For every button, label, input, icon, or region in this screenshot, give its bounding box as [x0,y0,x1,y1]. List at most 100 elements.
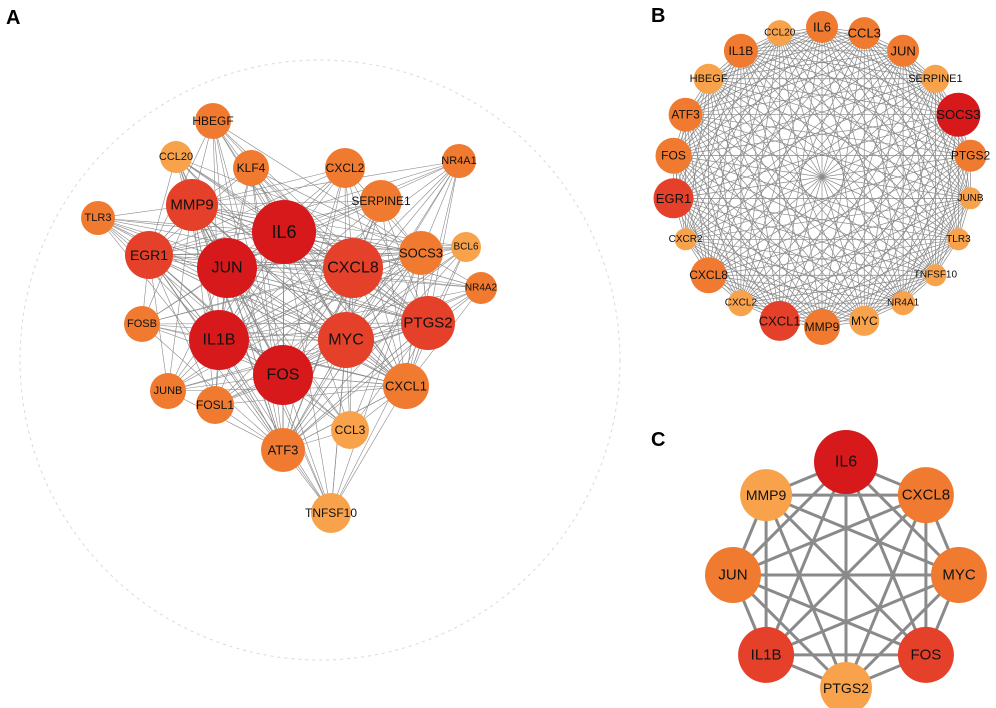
panel-b-edge-193 [740,50,781,321]
panel-a-node-egr1 [125,231,173,279]
panel-b-edge-158 [685,238,904,304]
panel-b-node-label-hbegf: HBEGF [690,73,728,85]
panel-b-edge-199 [685,114,742,304]
panel-b-edge-184 [740,50,823,328]
panel-a-node-nr4a2 [465,272,497,304]
panel-b-node-cxcl2 [727,290,754,317]
panel-c-node-myc [931,547,987,603]
panel-a-node-junb [150,373,186,409]
panel-b-node-socs3 [936,92,981,137]
panel-a-edge-252 [283,231,351,431]
panel-b-edge-147 [673,198,936,276]
panel-a-node-fos [253,345,313,405]
panel-a-node-fosb [124,306,160,342]
panel-b-edge-151 [740,50,936,276]
panel-b-edge-205 [673,155,709,276]
panel-b-edge-218 [673,78,709,199]
panel-a-node-label-fos: FOS [267,367,300,384]
panel-c-label: C [651,429,665,451]
panel-a-edge-179 [212,120,422,254]
panel-b-edge-117 [740,198,971,304]
panel-b-edge-152 [779,32,936,276]
panel-b-edge-206 [685,114,709,276]
panel-b-edge-181 [673,155,823,328]
panel-a-node-cxcl8 [323,238,383,298]
panel-b-edge-208 [708,50,742,276]
panel-b-node-label-cxcl2: CXCL2 [725,298,758,309]
panel-a-node-cxcl1 [383,363,429,409]
panel-b-edge-178 [708,274,823,328]
panel-b-edge-214 [685,50,742,240]
panel-b-edge-191 [685,114,781,322]
panel-b-node-label-mmp9: MMP9 [805,320,840,334]
panel-c-node-cxcl8 [897,467,954,524]
panel-b-edge-180 [673,198,823,328]
panel-a-edge-269 [218,339,332,514]
panel-a-edge-126 [218,252,422,341]
panel-b-edge-155 [779,302,904,322]
panel-b-node-egr1 [653,178,694,219]
panel-c-node-ptgs2 [820,662,872,708]
panel-b-edge-164 [779,32,904,304]
panel-c-node-label-jun: JUN [718,567,747,584]
panel-a-node-ccl20 [160,141,192,173]
panel-a-edge-170 [212,120,354,269]
panel-a-edge-70 [148,254,347,341]
panel-b-node-fos [655,137,692,174]
panel-b-node-label-nr4a1: NR4A1 [887,298,920,309]
panel-b-edge-62 [935,78,971,199]
panel-a-node-il6 [252,200,316,264]
panel-a-node-label-bcl6: BCL6 [453,242,478,253]
panel-b-node-ccl3 [848,17,881,50]
panel-a-edge-195 [191,160,460,206]
panel-c-node-label-il1b: IL1B [751,646,782,663]
panel-b-node-label-socs3: SOCS3 [936,107,980,122]
panel-c-node-jun [705,547,761,603]
panel-a-node-socs3 [399,231,443,275]
panel-b-node-label-tnfsf10: TNFSF10 [914,270,958,281]
panel-c-node-label-myc: MYC [942,567,976,584]
panel-a-edge-100 [226,267,407,387]
panel-a-node-label-il1b: IL1B [203,332,236,349]
panel-a-edge-272 [330,322,429,514]
panel-b-node-label-cxcr2: CXCR2 [669,234,703,245]
panel-b-edge-94 [779,32,959,116]
panel-b-edge-125 [779,32,971,199]
panel-b-node-nr4a1 [891,291,916,316]
panel-b-node-tlr3 [947,228,970,251]
panel-a-edge-103 [148,254,407,387]
panel-b-edge-183 [708,78,823,328]
panel-b-edge-160 [673,155,904,304]
panel-b-node-mmp9 [804,309,840,345]
panel-a-node-label-cxcl2: CXCL2 [326,161,365,175]
panel-a-edge-102 [191,204,407,387]
panel-a-edge-218 [141,267,354,325]
panel-b-node-label-tlr3: TLR3 [946,234,971,245]
panel-c-node-label-mmp9: MMP9 [746,487,787,503]
panel-b-edge-197 [673,198,742,304]
panel-a-node-label-jun: JUN [211,260,242,277]
panel-a-node-label-socs3: SOCS3 [399,246,443,261]
panel-b-node-label-egr1: EGR1 [656,191,691,206]
panel-b-edge-175 [779,32,865,322]
panel-b-edge-18 [708,26,823,80]
panel-b-node-label-cxcl8: CXCL8 [689,268,728,282]
panel-b-edge-200 [708,78,742,304]
panel-c-node-label-ptgs2: PTGS2 [823,680,869,696]
panel-b-edge-220 [673,32,781,199]
panel-a-edge-148 [148,167,346,256]
panel-b-edge-39 [740,32,865,52]
panel-b-edge-8 [821,26,904,304]
panel-b-node-tnfsf10 [924,264,947,287]
panel-a-node-label-klf4: KLF4 [237,161,266,175]
panel-a-node-label-hbegf: HBEGF [192,114,233,128]
panel-b-edge-137 [708,78,959,240]
panel-b-edge-122 [685,114,971,199]
panel-b-edge-124 [740,50,971,199]
panel-c-edge-21 [765,494,927,656]
panel-b-edge-167 [740,302,865,322]
panel-a-node-myc [318,312,374,368]
panel-b-edge-173 [708,78,865,322]
